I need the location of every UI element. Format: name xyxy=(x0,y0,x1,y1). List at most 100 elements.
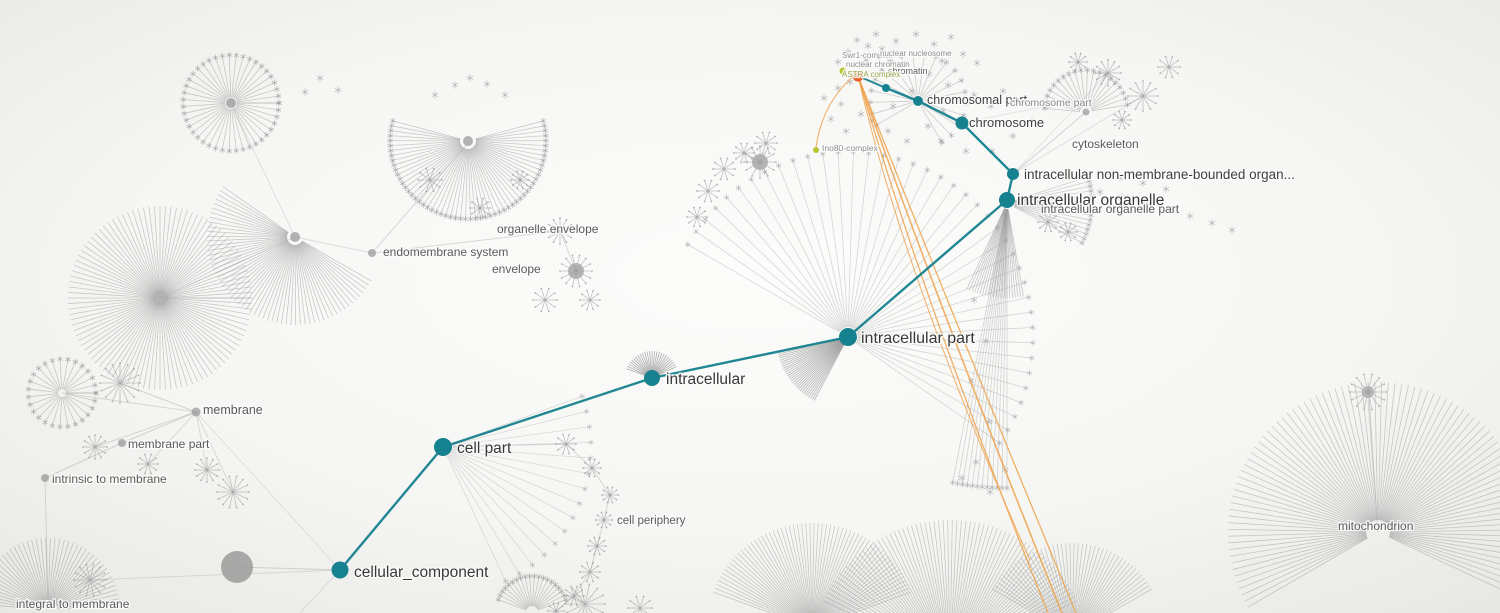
label-endomembrane-system: endomembrane system xyxy=(383,245,508,259)
cluster-fan xyxy=(1228,382,1500,608)
hub-node[interactable] xyxy=(463,136,473,146)
label-membrane: membrane xyxy=(203,403,263,417)
node-chromosomal-part[interactable] xyxy=(913,96,923,106)
highlight-edge xyxy=(650,335,850,380)
graph-edge xyxy=(442,443,567,448)
flower-cluster xyxy=(686,206,708,228)
node-cellular-component[interactable] xyxy=(331,561,349,579)
node-ino80-complex[interactable] xyxy=(813,147,819,153)
node-intracellular-part[interactable] xyxy=(839,328,857,346)
graph-edge xyxy=(94,411,197,448)
hub-node[interactable] xyxy=(1082,108,1090,116)
flower-cluster xyxy=(1058,222,1078,242)
flower-cluster xyxy=(712,157,736,181)
node-chromosome[interactable] xyxy=(955,116,969,130)
orange-edge xyxy=(815,73,857,149)
orange-edge xyxy=(857,75,1049,613)
node-nucleosome-selected[interactable] xyxy=(852,70,864,82)
flower-cluster xyxy=(1112,110,1132,130)
highlight-edge xyxy=(960,121,1015,176)
node-intracellular-organelle[interactable] xyxy=(999,192,1015,208)
highlight-edge xyxy=(846,198,1009,339)
label-astra-complex: ASTRA complex xyxy=(842,70,900,79)
node-intracellular-non-membrane-bounded-organelle[interactable] xyxy=(1007,168,1019,180)
hub-node[interactable] xyxy=(191,407,201,417)
label-mitochondrion: mitochondrion xyxy=(1338,519,1413,533)
flowers-layer xyxy=(73,52,1387,613)
cluster-fan xyxy=(25,356,99,430)
label-intracellular: intracellular xyxy=(666,371,745,388)
graph-edge xyxy=(44,442,123,479)
label-envelope: envelope xyxy=(492,262,541,276)
graph-edge xyxy=(1012,72,1109,175)
flower-cluster xyxy=(733,142,755,164)
cluster-disc xyxy=(221,551,253,583)
cluster-fan xyxy=(206,186,372,326)
cluster-fan xyxy=(180,52,282,154)
graph-edge xyxy=(961,120,1033,124)
label-integral-to-membrane: integral to membrane xyxy=(16,597,130,611)
cluster-fan xyxy=(1013,173,1095,246)
flower-cluster xyxy=(469,197,491,219)
flower-cluster xyxy=(582,458,602,478)
cluster-fan xyxy=(446,393,594,585)
graph-edge xyxy=(44,477,49,601)
graph-edge xyxy=(1367,399,1379,533)
graph-edge xyxy=(89,569,341,581)
label-cytoskeleton: cytoskeleton xyxy=(1072,137,1139,151)
label-membrane-part: membrane part xyxy=(128,437,210,451)
cluster-fan xyxy=(777,337,847,401)
node-cell-part[interactable] xyxy=(434,438,452,456)
label-intracellular-organelle-part: intracellular organelle part xyxy=(1041,202,1180,216)
graph-edge xyxy=(195,411,234,493)
hub-node[interactable] xyxy=(118,439,126,447)
flower-cluster xyxy=(563,585,585,607)
graph-edge xyxy=(195,411,208,471)
label-intrinsic-to-membrane: intrinsic to membrane xyxy=(52,472,167,486)
orange-edge xyxy=(857,75,1031,561)
flower-cluster xyxy=(137,453,159,475)
flower-cluster xyxy=(1157,55,1181,79)
cluster-fan xyxy=(0,538,120,610)
flower-cluster xyxy=(587,536,607,556)
flower-cluster xyxy=(601,486,619,504)
label-intracellular-part: intracellular part xyxy=(861,330,975,347)
graph-edge xyxy=(371,230,561,254)
cluster-fan xyxy=(966,208,1024,298)
flower-cluster xyxy=(579,561,601,583)
flower-cluster xyxy=(73,563,107,597)
node-astra-complex[interactable] xyxy=(839,67,847,75)
flower-cluster xyxy=(559,254,593,288)
node-intracellular[interactable] xyxy=(644,370,660,386)
graph-edge xyxy=(294,236,373,254)
hub-node[interactable] xyxy=(155,293,165,303)
highlight-edge xyxy=(338,445,445,572)
graph-edge xyxy=(591,467,611,496)
node-chromatin[interactable] xyxy=(882,84,890,92)
label-chromosome: chromosome xyxy=(969,115,1044,130)
graph-edge xyxy=(1012,95,1144,175)
graph-edge xyxy=(236,566,341,571)
star-glyphs-layer xyxy=(301,30,1236,496)
hub-node[interactable] xyxy=(41,474,49,482)
cluster-fan xyxy=(713,523,911,613)
hub-node[interactable] xyxy=(290,232,300,242)
flower-cluster xyxy=(510,170,530,190)
orange-edge xyxy=(857,75,1063,613)
flower-cluster xyxy=(1094,59,1122,87)
flower-cluster xyxy=(417,167,443,193)
flower-cluster xyxy=(627,595,653,613)
hub-node[interactable] xyxy=(368,249,376,257)
flower-cluster xyxy=(216,475,250,509)
highlight-edge xyxy=(916,99,964,125)
graph-edge xyxy=(147,411,197,465)
graph-edge xyxy=(159,236,296,299)
graph-edge xyxy=(961,105,1048,124)
cluster-fan xyxy=(68,206,252,390)
flower-cluster xyxy=(546,217,574,245)
flower-cluster xyxy=(754,131,778,155)
